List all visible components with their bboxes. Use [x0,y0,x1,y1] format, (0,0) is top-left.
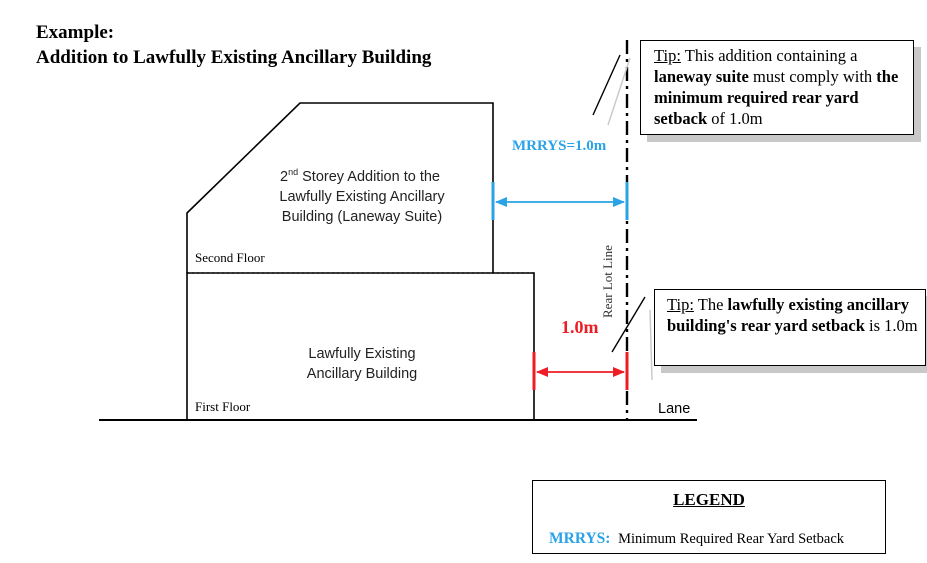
first-floor-label: First Floor [195,399,251,414]
mrrys-dimension-label: MRRYS=1.0m [512,138,607,154]
title-line-2: Addition to Lawfully Existing Ancillary … [36,47,432,68]
tip-box-addition: Tip: This addition containing a laneway … [640,40,914,135]
tip1-label: Tip: [654,46,681,65]
addition-label-line1: 2nd Storey Addition to the [280,167,440,185]
title-line-1: Example: [36,22,115,43]
legend-description: Minimum Required Rear Yard Setback [618,531,845,547]
addition-outline [186,102,494,273]
addition-label-line3: Building (Laneway Suite) [282,209,442,225]
addition-label-line2: Lawfully Existing Ancillary [279,189,445,205]
existing-label-line1: Lawfully Existing [308,346,415,362]
tip2-leader [611,296,646,353]
legend-key: MRRYS: [549,530,611,547]
rear-lot-line-label: Rear Lot Line [600,245,615,318]
legend-title: LEGEND [673,490,745,509]
existing-building-outline [186,272,535,420]
setback-dimension-label: 1.0m [561,317,599,337]
second-floor-label: Second Floor [195,250,265,265]
tip2-label: Tip: [667,295,694,314]
tip1-leader [592,54,621,116]
existing-label-line2: Ancillary Building [307,366,417,382]
legend-box: LEGEND MRRYS: Minimum Required Rear Yard… [532,480,886,554]
tip1-leader-shadow [607,57,631,126]
tip-box-existing: Tip: The lawfully existing ancillary bui… [654,289,926,366]
legend-entry: MRRYS: Minimum Required Rear Yard Setbac… [549,530,844,548]
tip2-leader-shadow [649,309,653,381]
diagram-title: Example: Addition to Lawfully Existing A… [36,20,431,70]
lane-label: Lane [658,401,690,417]
